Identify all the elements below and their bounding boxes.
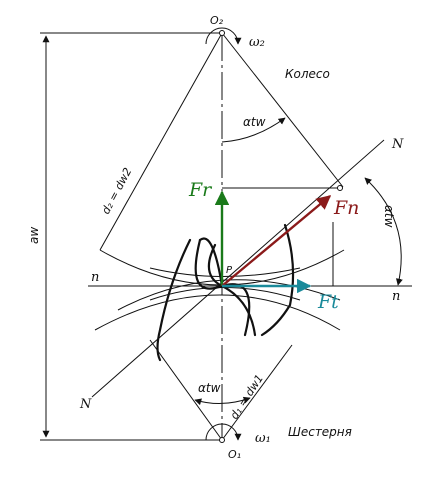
- fn-label: Fn: [333, 197, 359, 219]
- omega1-rotation-icon: [205, 423, 242, 441]
- fn-endpoint: [337, 185, 343, 191]
- d1-label: d₁ = dw1: [228, 372, 266, 422]
- n-label-lower: N: [79, 397, 92, 412]
- wheel-normal-radius-line: [221, 32, 344, 188]
- pinion-radius-left: [149, 339, 223, 441]
- wheel-tooth-left: [198, 237, 224, 288]
- omega2-rotation-icon: [205, 27, 242, 45]
- alpha-arc-bottom: [194, 396, 251, 406]
- alpha-label-top: αtw: [243, 115, 266, 129]
- pinion-tooth-right: [220, 284, 257, 337]
- o1-point: [219, 437, 225, 443]
- pinion-radius-right: [221, 344, 293, 441]
- pinion-label: Шестерня: [288, 425, 352, 439]
- omega2-label: ω₂: [249, 35, 265, 50]
- aw-label: aw: [27, 227, 41, 244]
- pinion-addendum-arc: [149, 287, 301, 301]
- pinion-center: O₁ ω₁: [205, 423, 271, 461]
- fr-label: Fr: [188, 179, 213, 201]
- wheel-center: O₂ ω₂: [205, 14, 265, 50]
- o2-point: [219, 30, 225, 36]
- alpha-arc-right: [364, 177, 403, 286]
- pitch-point-label: P: [226, 265, 233, 276]
- center-distance-dimension: aw: [27, 32, 222, 441]
- pinion-root-arc: [94, 294, 341, 331]
- n-label-right: n: [392, 289, 400, 304]
- alpha-label-right: αtw: [382, 205, 396, 228]
- n-label-left: n: [91, 270, 99, 285]
- omega1-label: ω₁: [255, 431, 271, 446]
- o2-label: O₂: [210, 14, 224, 27]
- d2-label: d₂ = dw2: [99, 166, 134, 217]
- wheel-tooth-right: [260, 223, 295, 337]
- n-label-upper: N: [391, 137, 404, 152]
- alpha-arc-top: [221, 117, 286, 143]
- o1-label: O₁: [228, 448, 241, 461]
- wheel-label: Колесо: [285, 67, 330, 81]
- wheel-addendum-arc: [149, 267, 301, 277]
- fn-vector: [221, 195, 332, 287]
- line-of-action: [91, 139, 385, 398]
- ft-label: Ft: [317, 291, 339, 313]
- wheel-radius-line: [99, 32, 223, 251]
- pinion-tooth-left: [156, 238, 192, 362]
- alpha-label-bottom: αtw: [198, 381, 221, 395]
